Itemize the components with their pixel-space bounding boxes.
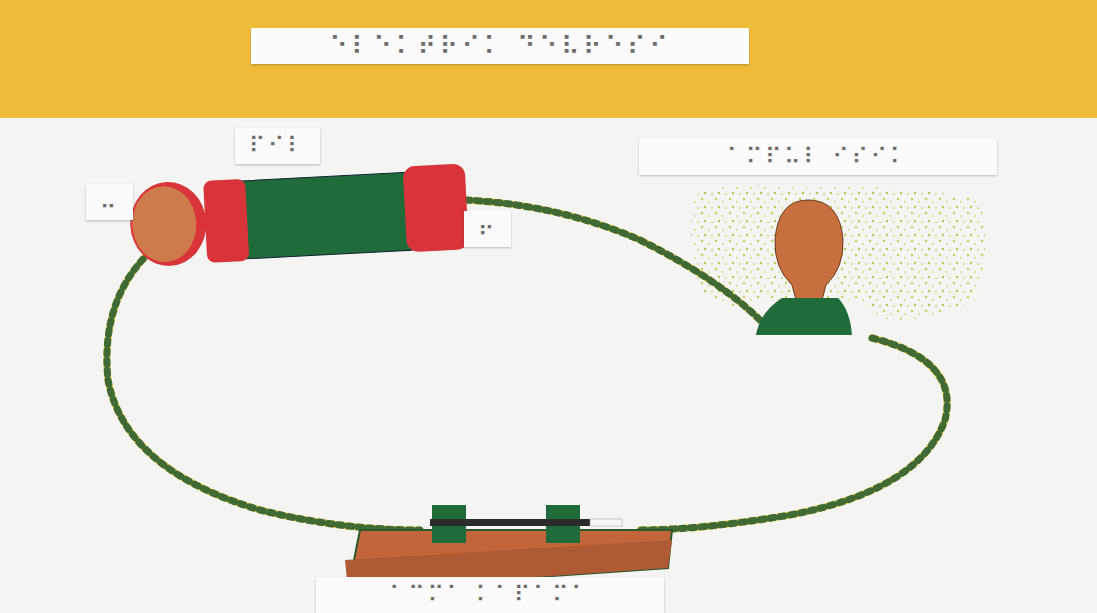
braille-sign: ⠤ — [86, 184, 133, 220]
braille-title: ⠑⠇⠑⠅⠞⠗⠊⠅ ⠙⠑⠧⠗⠑⠎⠊ — [251, 28, 749, 64]
braille-sign: ⠖ — [464, 211, 511, 247]
braille-label: ⠁⠍⠏⠥⠇ ⠊⠎⠊⠅ — [639, 139, 997, 175]
braille-label: ⠁⠉⠍⠁ ⠅⠁⠏⠁⠍⠁ — [316, 577, 664, 613]
yellow-band — [0, 0, 1097, 118]
battery — [128, 163, 469, 268]
braille-label: ⠏⠊⠇ — [235, 128, 320, 164]
light-bulb — [756, 200, 852, 335]
